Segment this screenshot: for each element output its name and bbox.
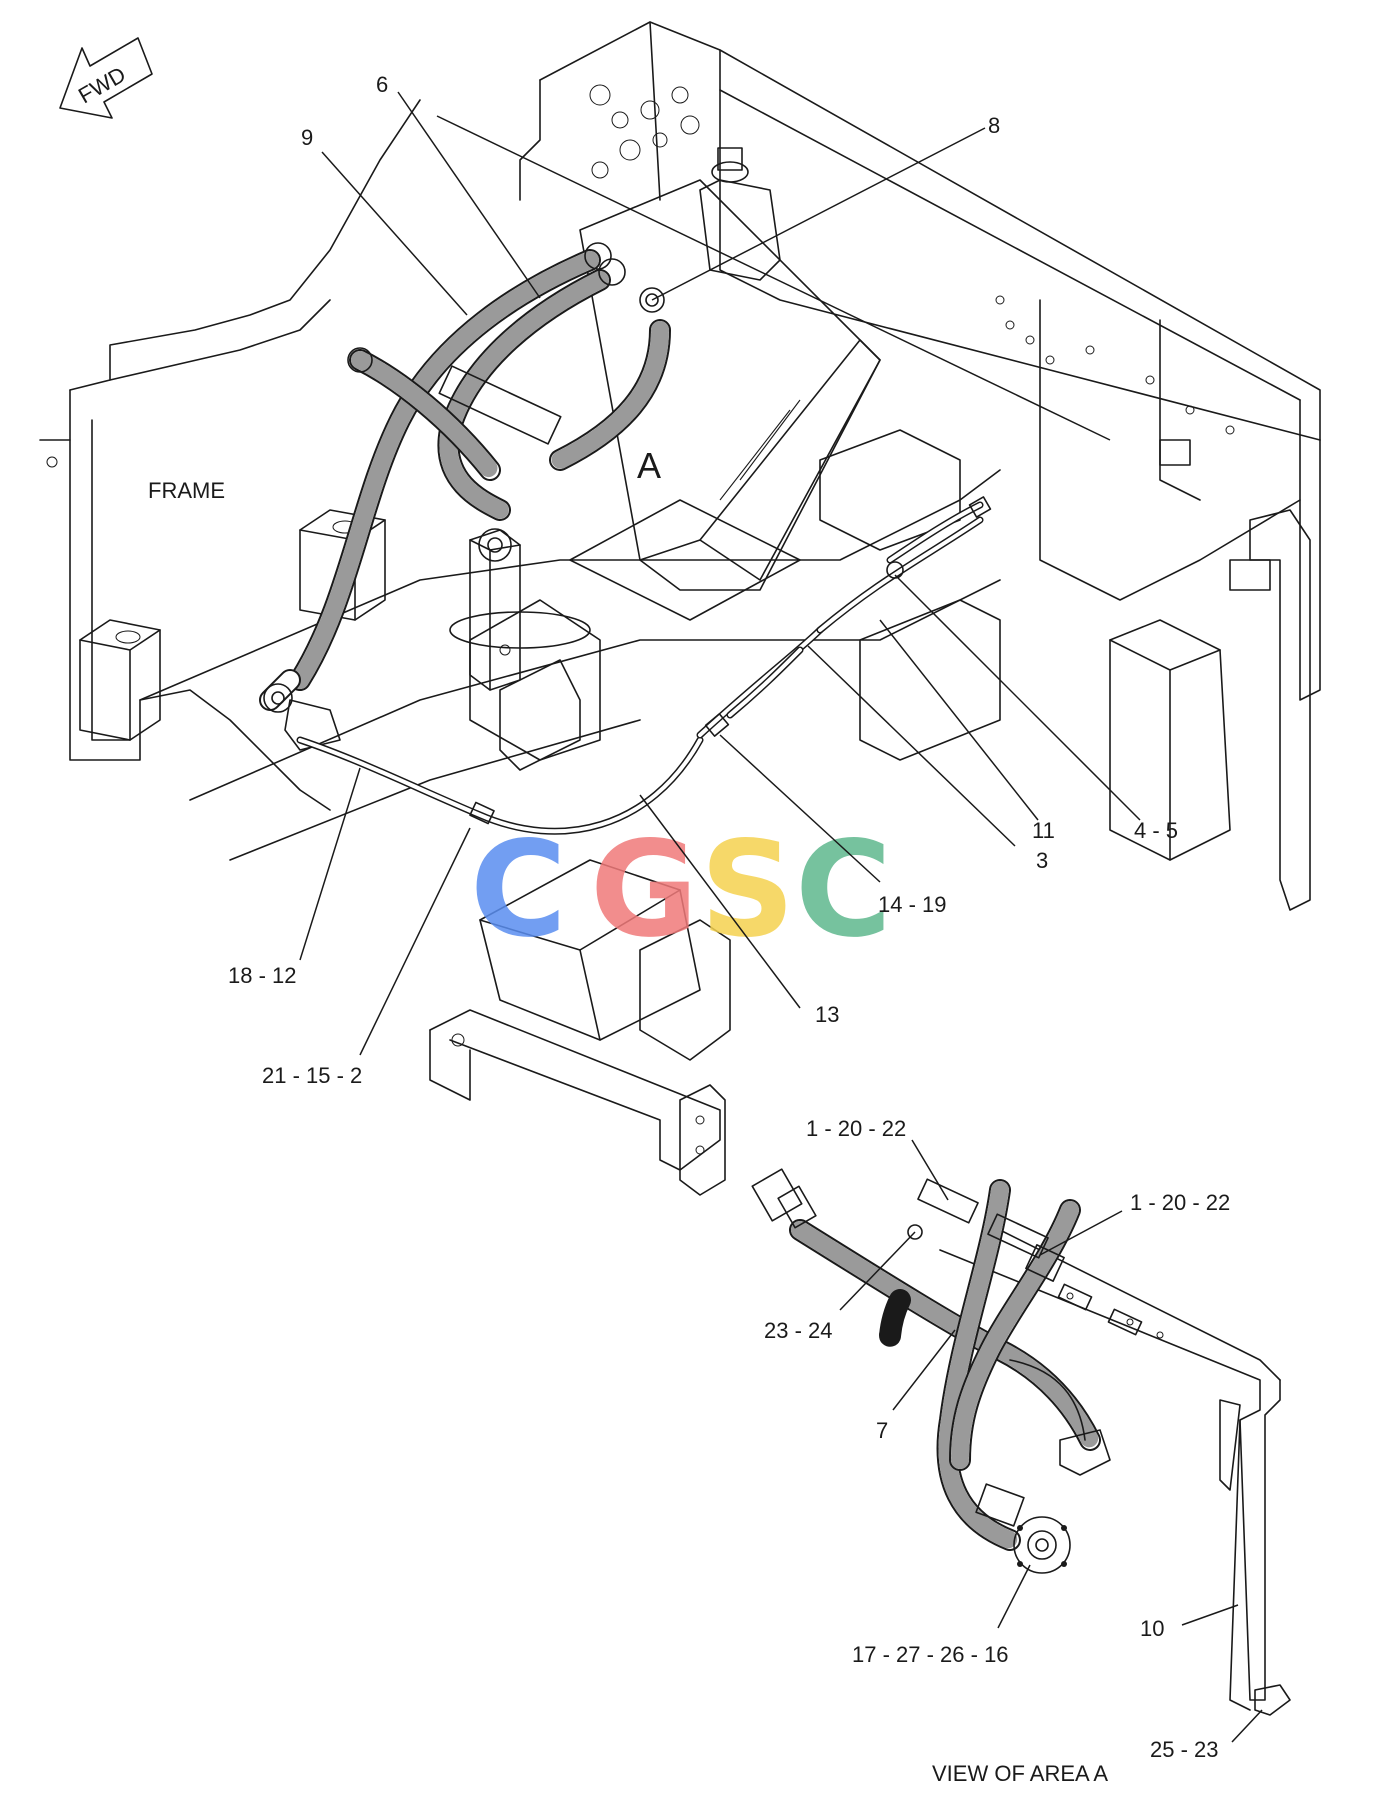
radiator-core — [579, 179, 881, 591]
callout-1-20-22-b: 1 - 20 - 22 — [1130, 1190, 1230, 1215]
callout-21-15-2: 21 - 15 - 2 — [262, 1063, 362, 1088]
watermark-letter-3: S — [700, 813, 795, 967]
callout-7: 7 — [876, 1418, 888, 1443]
main-hoses — [259, 249, 671, 711]
callout-1-20-22-a: 1 - 20 - 22 — [806, 1116, 906, 1141]
mounting-post — [469, 529, 581, 771]
main-frame — [39, 99, 421, 811]
callout-18-12: 18 - 12 — [228, 963, 297, 988]
fwd-label: FWD — [74, 62, 130, 109]
callouts: 6 9 8 11 4 - 5 3 14 - 19 13 18 - 12 21 -… — [228, 72, 1230, 1762]
watermark: C G S C — [470, 813, 892, 967]
callout-13: 13 — [815, 1002, 839, 1027]
frame-label: FRAME — [148, 478, 225, 503]
callout-4-5: 4 - 5 — [1134, 818, 1178, 843]
watermark-letter-2: G — [590, 813, 698, 967]
callout-17-27-26-16: 17 - 27 - 26 - 16 — [852, 1642, 1009, 1667]
area-a-detail — [751, 1168, 1291, 1716]
callout-9: 9 — [301, 125, 313, 150]
callout-10: 10 — [1140, 1616, 1164, 1641]
watermark-letter-4: C — [795, 813, 892, 967]
callout-14-19: 14 - 19 — [878, 892, 947, 917]
callout-3: 3 — [1036, 848, 1048, 873]
leader-lines — [299, 91, 1263, 1743]
callout-6: 6 — [376, 72, 388, 97]
callout-11: 11 — [1032, 818, 1055, 843]
area-label: A — [637, 445, 661, 486]
callout-8: 8 — [988, 113, 1000, 138]
callout-25-23: 25 - 23 — [1150, 1737, 1219, 1762]
hose-fittings — [263, 242, 665, 751]
fwd-arrow: FWD — [59, 37, 153, 119]
callout-23-24: 23 - 24 — [764, 1318, 833, 1343]
small-tubes — [296, 496, 992, 835]
tank-filler — [699, 147, 781, 281]
rear-frame — [519, 21, 1321, 911]
watermark-letter-1: C — [470, 813, 567, 967]
view-caption: VIEW OF AREA A — [932, 1761, 1108, 1786]
lower-bracket — [429, 859, 731, 1196]
floor-plates — [139, 429, 1001, 861]
